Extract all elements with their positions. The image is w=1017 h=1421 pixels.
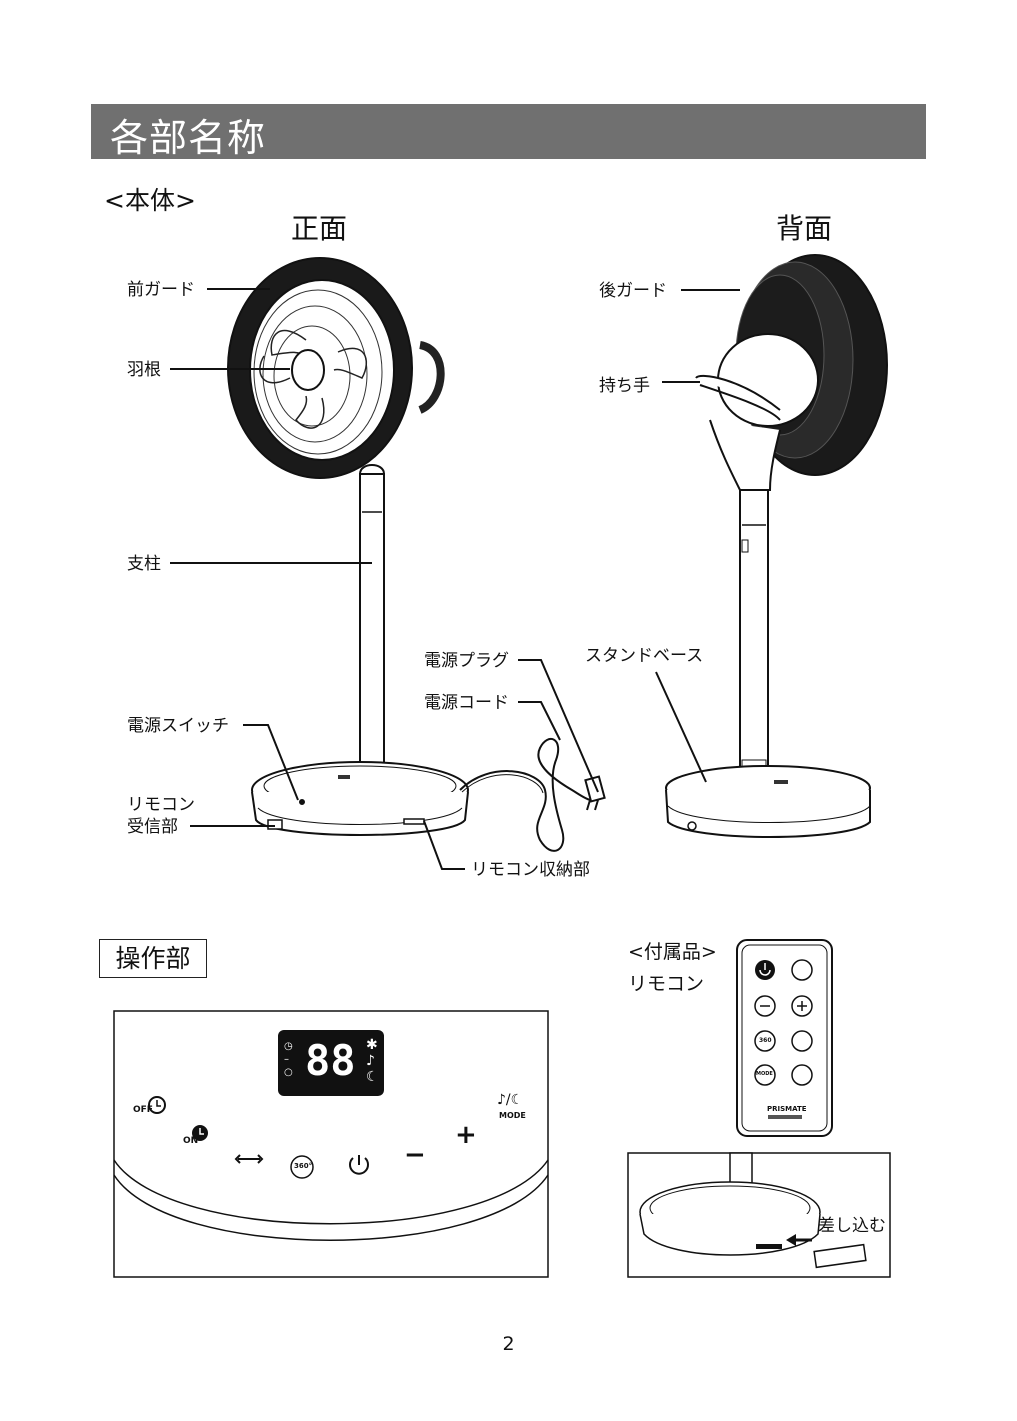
minus-symbol: − (404, 1140, 426, 1170)
insert-label: 差し込む (818, 1215, 886, 1237)
accessory-heading: <付属品> (628, 941, 717, 963)
remote-swing-button-label: 360 (759, 1037, 772, 1044)
label-power-plug: 電源プラグ (424, 650, 509, 672)
label-front-guard: 前ガード (127, 279, 195, 301)
label-blade: 羽根 (127, 359, 161, 381)
label-pole: 支柱 (127, 553, 161, 575)
label-stand-base: スタンドベース (585, 645, 703, 667)
label-rear-guard: 後ガード (599, 280, 667, 302)
remote-mode-button-label: MODE (756, 1071, 773, 1077)
accessory-name: リモコン (628, 973, 704, 995)
plus-symbol: + (455, 1120, 477, 1150)
back-fan-illustration (666, 255, 887, 837)
remote-brand: PRISMATE (767, 1105, 807, 1113)
timer-on-label: ON (183, 1136, 198, 1146)
control-section-label: 操作部 (99, 939, 207, 978)
label-handle: 持ち手 (599, 375, 650, 397)
label-remote-storage: リモコン収納部 (471, 859, 590, 881)
mode-label: MODE (499, 1111, 526, 1120)
front-fan-illustration (228, 258, 605, 851)
page-number: 2 (0, 1333, 1017, 1355)
display-right-icons: ✱♪☾ (366, 1037, 379, 1085)
display-digits: 88 (305, 1036, 356, 1085)
swing-360-label: 360° (294, 1162, 312, 1170)
display-left-icons: ◷–○ (284, 1040, 293, 1079)
label-remote-receiver-line2: 受信部 (127, 816, 178, 838)
label-remote-receiver-line1: リモコン (127, 794, 195, 816)
mode-symbols: ♪/☾ (497, 1092, 523, 1108)
label-power-switch: 電源スイッチ (127, 715, 229, 737)
label-power-cord: 電源コード (424, 692, 509, 714)
timer-off-label: OFF (133, 1105, 153, 1115)
